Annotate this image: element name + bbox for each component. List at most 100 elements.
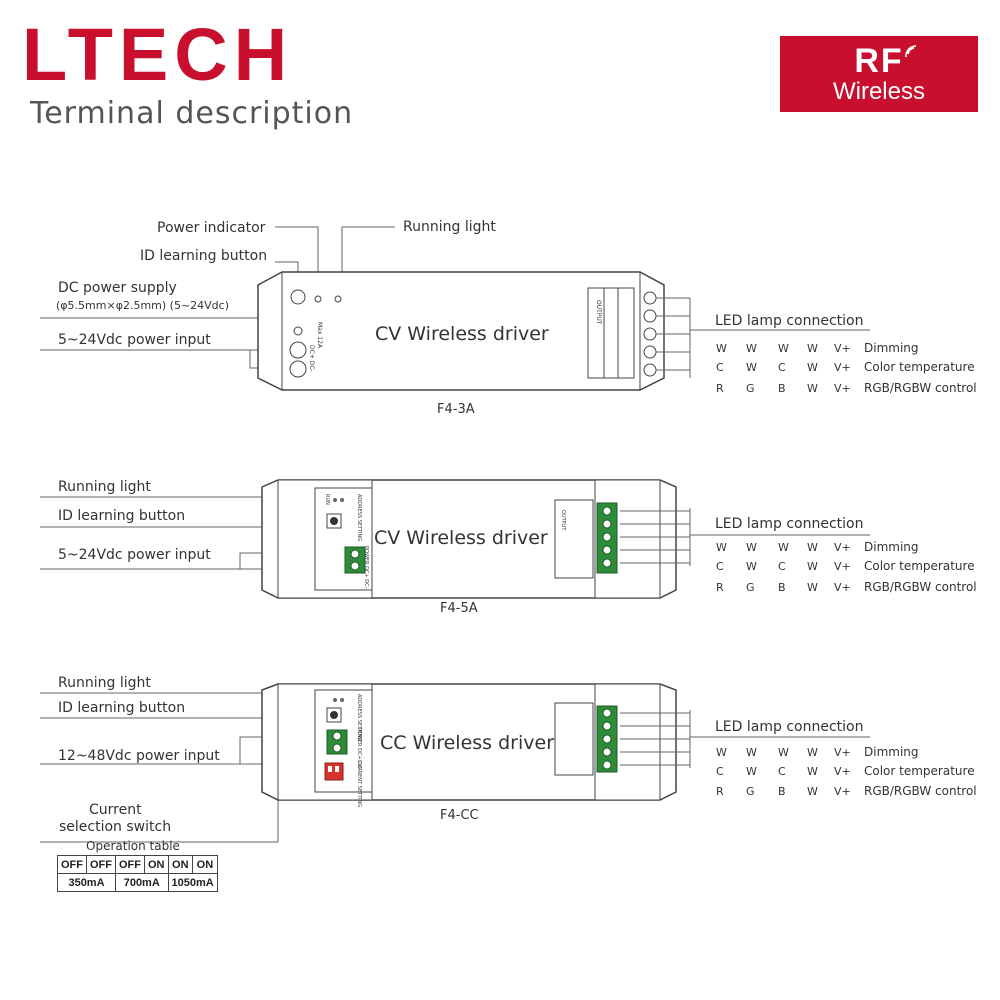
- svg-text:W: W: [807, 581, 818, 594]
- svg-text:R: R: [716, 382, 724, 395]
- svg-text:V+: V+: [834, 361, 851, 374]
- svg-text:Color temperature: Color temperature: [864, 559, 975, 573]
- svg-text:W: W: [746, 560, 757, 573]
- svg-text:W: W: [807, 560, 818, 573]
- f4cc-led-table: W W W W V+ Dimming C W C W V+ Color temp…: [716, 745, 977, 798]
- svg-text:Max 12A: Max 12A: [316, 322, 323, 349]
- f45a-id-button-label: ID learning button: [58, 508, 185, 524]
- f4cc-running-light-label: Running light: [58, 675, 151, 691]
- switch-state-cell: OFF: [115, 855, 145, 874]
- svg-text:V+: V+: [834, 382, 851, 395]
- rf-wireless-badge: RF Wireless: [780, 36, 978, 112]
- f45a-device-label: CV Wireless driver: [374, 527, 548, 549]
- svg-text:V+: V+: [834, 765, 851, 778]
- switch-state-cell: OFF: [57, 855, 87, 874]
- svg-text:W: W: [807, 785, 818, 798]
- f4cc-section: ADDRESS SETTING POWER DC+ DC- CURRENT SE…: [40, 683, 706, 843]
- svg-text:W: W: [807, 746, 818, 759]
- f45a-power-input-label: 5~24Vdc power input: [58, 547, 211, 563]
- svg-text:ADDRESS SETTING: ADDRESS SETTING: [356, 694, 362, 741]
- svg-text:C: C: [778, 765, 786, 778]
- svg-text:C: C: [778, 560, 786, 573]
- svg-text:R: R: [716, 581, 724, 594]
- operation-table: OFF OFF OFF ON ON ON 350mA 700mA 1050mA: [57, 855, 218, 892]
- svg-text:W: W: [716, 541, 727, 554]
- f4cc-current-switch-label-1: Current: [89, 802, 142, 818]
- svg-text:B: B: [778, 382, 786, 395]
- svg-text:V+: V+: [834, 342, 851, 355]
- f43a-dc-spec-label: (φ5.5mm×φ2.5mm) (5~24Vdc): [56, 299, 229, 312]
- operation-table-row: OFF OFF OFF ON ON ON: [57, 855, 218, 874]
- f43a-led-title: LED lamp connection: [715, 313, 863, 329]
- current-value-cell: 700mA: [115, 873, 169, 892]
- svg-text:RGB/RGBW control: RGB/RGBW control: [864, 784, 977, 798]
- f43a-model-label: F4-3A: [437, 402, 475, 417]
- svg-text:W: W: [716, 342, 727, 355]
- f4cc-current-switch-label-2: selection switch: [59, 819, 171, 835]
- svg-text:W: W: [746, 541, 757, 554]
- svg-text:Color temperature: Color temperature: [864, 360, 975, 374]
- svg-text:B: B: [778, 581, 786, 594]
- switch-state-cell: ON: [192, 855, 218, 874]
- rf-badge-line1: RF: [854, 42, 904, 80]
- f4cc-device-label: CC Wireless driver: [380, 732, 554, 754]
- svg-text:W: W: [746, 342, 757, 355]
- f4cc-power-input-label: 12~48Vdc power input: [58, 748, 220, 764]
- f43a-power-input-label: 5~24Vdc power input: [58, 332, 211, 348]
- svg-text:ADDRESS SETTING: ADDRESS SETTING: [356, 494, 362, 541]
- ltech-logo: LTECH: [22, 13, 294, 96]
- wireless-signal-icon: [905, 45, 917, 58]
- svg-text:RGB/RGBW control: RGB/RGBW control: [864, 381, 977, 395]
- svg-text:W: W: [807, 342, 818, 355]
- svg-text:OUTPUT: OUTPUT: [560, 510, 566, 531]
- f43a-running-light-label: Running light: [403, 219, 496, 235]
- svg-text:W: W: [778, 746, 789, 759]
- svg-text:W: W: [746, 746, 757, 759]
- svg-text:Color temperature: Color temperature: [864, 764, 975, 778]
- current-value-cell: 1050mA: [167, 873, 218, 892]
- svg-text:G: G: [746, 785, 755, 798]
- f43a-led-table: W W W W V+ Dimming C W C W V+ Color temp…: [716, 341, 977, 395]
- svg-text:CURRENT SETTING: CURRENT SETTING: [356, 760, 362, 807]
- operation-table-title: Operation table: [86, 839, 180, 853]
- svg-text:W: W: [746, 361, 757, 374]
- f45a-led-title: LED lamp connection: [715, 516, 863, 532]
- f43a-power-indicator-label: Power indicator: [157, 220, 266, 236]
- svg-text:POWER DC+ DC-: POWER DC+ DC-: [363, 546, 369, 589]
- svg-text:C: C: [716, 361, 724, 374]
- svg-text:V+: V+: [834, 785, 851, 798]
- svg-text:V+: V+: [834, 581, 851, 594]
- current-value-cell: 350mA: [57, 873, 116, 892]
- f45a-running-light-label: Running light: [58, 479, 151, 495]
- svg-text:RUN: RUN: [324, 494, 330, 505]
- svg-text:RGB/RGBW control: RGB/RGBW control: [864, 580, 977, 594]
- svg-text:W: W: [746, 765, 757, 778]
- svg-text:POWER DC+ DC-: POWER DC+ DC-: [356, 728, 362, 771]
- svg-text:B: B: [778, 785, 786, 798]
- switch-state-cell: ON: [144, 855, 169, 874]
- svg-text:C: C: [716, 560, 724, 573]
- switch-state-cell: ON: [167, 855, 194, 874]
- f43a-dc-supply-label: DC power supply: [58, 280, 177, 296]
- f4cc-id-button-label: ID learning button: [58, 700, 185, 716]
- svg-text:G: G: [746, 382, 755, 395]
- f4cc-model-label: F4-CC: [440, 808, 479, 823]
- svg-text:DC+ DC-: DC+ DC-: [308, 345, 315, 372]
- svg-text:OUTPUT: OUTPUT: [595, 300, 602, 325]
- page-subtitle: Terminal description: [30, 96, 354, 131]
- f43a-id-button-label: ID learning button: [140, 248, 267, 264]
- svg-text:C: C: [778, 361, 786, 374]
- rf-badge-line2: Wireless: [832, 78, 925, 105]
- switch-state-cell: OFF: [86, 855, 116, 874]
- svg-text:V+: V+: [834, 560, 851, 573]
- svg-text:W: W: [807, 541, 818, 554]
- f4cc-led-title: LED lamp connection: [715, 719, 863, 735]
- svg-text:W: W: [778, 342, 789, 355]
- svg-text:V+: V+: [834, 541, 851, 554]
- svg-text:Dimming: Dimming: [864, 341, 919, 355]
- f45a-model-label: F4-5A: [440, 601, 478, 616]
- operation-table-row: 350mA 700mA 1050mA: [57, 873, 218, 892]
- f43a-device-label: CV Wireless driver: [375, 323, 549, 345]
- f43a-section: Max 12A DC+ DC- OUTPUT CV Wireless drive…: [40, 226, 706, 391]
